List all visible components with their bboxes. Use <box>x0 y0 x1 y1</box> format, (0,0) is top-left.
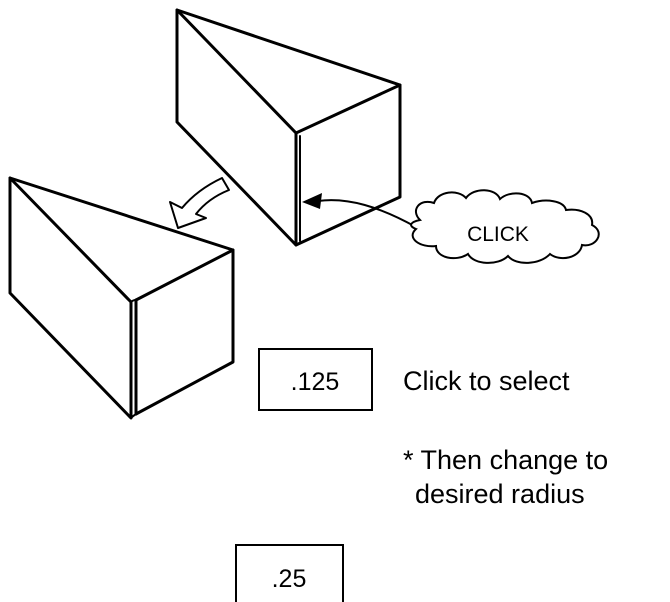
lower-wedge-left-face <box>8 176 133 420</box>
cloud-shape-icon <box>410 189 600 264</box>
new-radius-box[interactable]: .25 <box>235 544 344 602</box>
upper-wedge <box>175 8 402 247</box>
current-radius-value: .125 <box>291 368 340 396</box>
lower-wedge-fillet-curve <box>130 299 137 419</box>
instruction-then-change: * Then change to <box>403 445 608 475</box>
lower-wedge-front-face <box>134 248 235 416</box>
pointer-arrowhead-icon <box>302 193 322 209</box>
current-radius-box[interactable]: .125 <box>258 348 373 411</box>
upper-wedge-top-edge <box>175 8 402 87</box>
click-pointer-arrow <box>302 193 417 228</box>
click-callout: CLICK <box>410 189 600 264</box>
upper-wedge-front-face <box>294 83 402 247</box>
new-radius-value: .25 <box>272 565 307 593</box>
instruction-click-to-select: Click to select <box>403 366 570 396</box>
callout-label: CLICK <box>467 223 529 246</box>
instruction-desired-radius: desired radius <box>415 479 585 509</box>
lower-wedge <box>8 176 235 420</box>
result-arrow-icon <box>169 177 230 229</box>
lower-wedge-top-edge <box>8 176 235 252</box>
